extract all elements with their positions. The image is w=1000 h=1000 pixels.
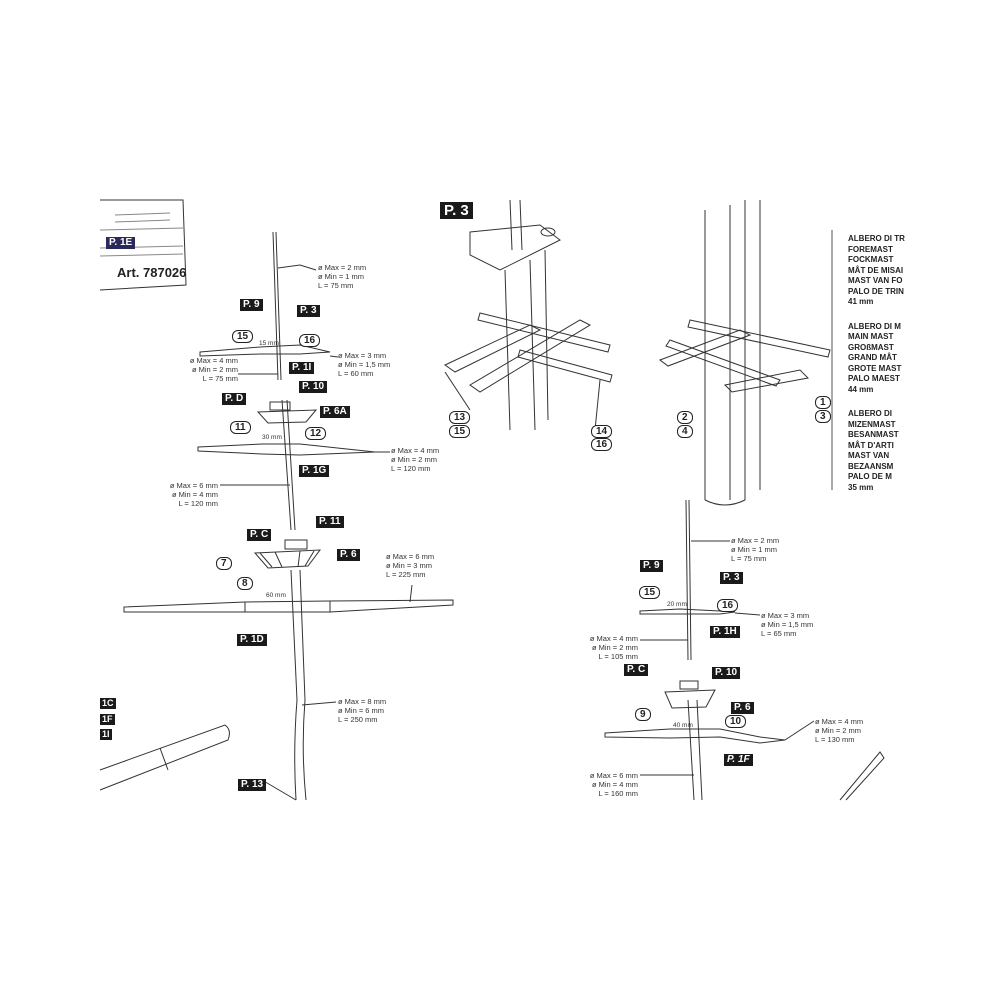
callout-1: 1	[815, 396, 831, 409]
tag-p3: P. 3	[297, 305, 320, 317]
dim-30mm: 30 mm	[262, 434, 282, 441]
callout-10: 10	[725, 715, 747, 728]
callout-15: 15	[639, 586, 661, 599]
edge-tag-1c: 1C	[100, 698, 116, 709]
dim-20mm: 20 mm	[667, 601, 687, 608]
callout-3: 3	[815, 410, 831, 423]
tag-p10: P. 10	[299, 381, 328, 393]
tag-p1f: P. 1F	[724, 754, 753, 766]
dim-15mm: 15 mm	[259, 340, 279, 347]
callout-16: 16	[591, 438, 613, 451]
article-number: Art. 787026	[117, 265, 187, 280]
detail-p3-assembly	[444, 199, 613, 431]
tag-p6: P. 6	[731, 702, 754, 714]
callout-15: 15	[232, 330, 254, 343]
callout-2: 2	[677, 411, 693, 424]
callout-16: 16	[717, 599, 739, 612]
tag-p3: P. 3	[720, 572, 743, 584]
detail-tag-p3: P. 3	[440, 202, 473, 219]
right-mast	[604, 499, 885, 801]
tag-pd: P. D	[222, 393, 247, 405]
edge-tag-1i: 1I	[100, 729, 112, 740]
callout-11: 11	[230, 421, 251, 434]
tag-p10: P. 10	[712, 667, 741, 679]
tag-pc: P. C	[624, 664, 649, 676]
tag-p1d: P. 1D	[237, 634, 267, 646]
left-mast	[123, 231, 454, 801]
dim-40mm: 40 mm	[673, 722, 693, 729]
tag-p6a: P. 6A	[320, 406, 350, 418]
tag-p1g: P. 1G	[299, 465, 330, 477]
detail-mast-assembly	[658, 200, 833, 506]
tag-p13: P. 13	[238, 779, 267, 791]
callout-7: 7	[216, 557, 232, 570]
callout-9: 9	[635, 708, 651, 721]
callout-4: 4	[677, 425, 693, 438]
part-tag-p1e: P. 1E	[106, 237, 136, 249]
callout-12: 12	[305, 427, 327, 440]
tag-p9: P. 9	[640, 560, 663, 572]
callout-14: 14	[591, 425, 613, 438]
callout-13: 13	[449, 411, 471, 424]
tag-p11: P. 11	[316, 516, 344, 528]
callout-16: 16	[299, 334, 321, 347]
tag-p9: P. 9	[240, 299, 263, 311]
edge-tag-1f: 1F	[100, 714, 115, 725]
tag-p1h: P. 1H	[710, 626, 740, 638]
tag-p6: P. 6	[337, 549, 360, 561]
spare-spar	[99, 724, 230, 791]
tag-p1i: P. 1I	[289, 362, 315, 374]
callout-8: 8	[237, 577, 253, 590]
tag-pc: P. C	[247, 529, 272, 541]
callout-15: 15	[449, 425, 471, 438]
dim-60mm: 60 mm	[266, 592, 286, 599]
